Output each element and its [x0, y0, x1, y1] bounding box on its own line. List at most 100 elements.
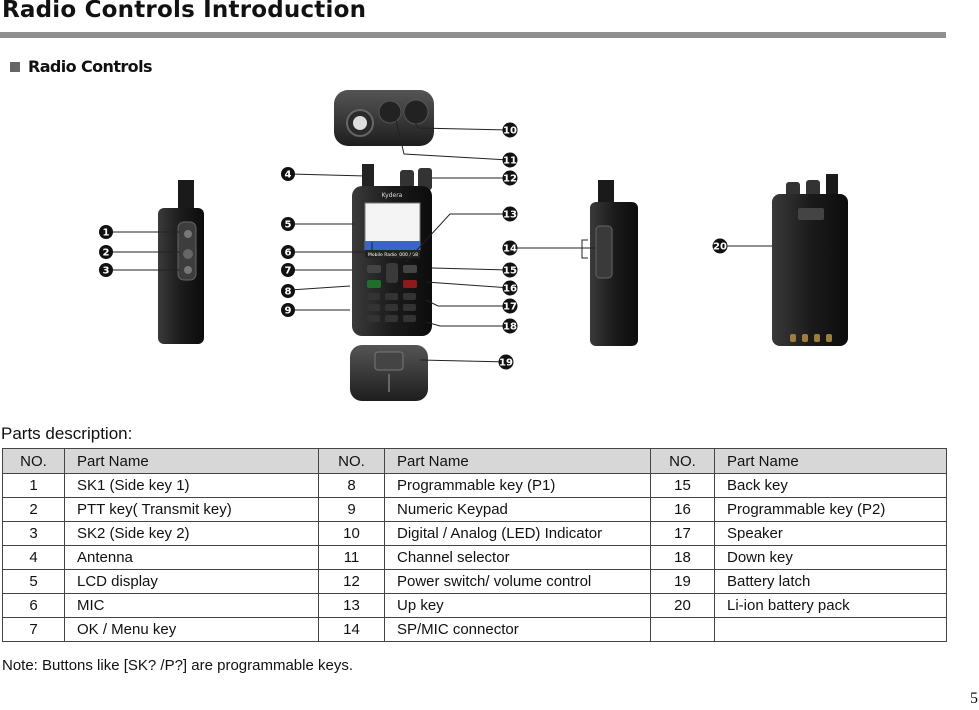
radio-right-side-view — [590, 180, 638, 346]
svg-text:12: 12 — [503, 174, 517, 185]
svg-text:14: 14 — [503, 244, 517, 255]
callout-5: 5 — [281, 217, 295, 231]
radio-top-view — [334, 90, 434, 146]
title-rule — [0, 32, 946, 38]
table-row: 2 PTT key( Transmit key) 9 Numeric Keypa… — [2, 497, 947, 522]
svg-text:5: 5 — [285, 220, 292, 231]
part-name: Power switch/ volume control — [384, 569, 651, 594]
device-screen-status: 000 / 08 — [399, 252, 418, 258]
part-name: Programmable key (P2) — [714, 497, 947, 522]
callout-17: 17 — [502, 298, 518, 314]
header-part-name: Part Name — [384, 448, 651, 474]
part-name: PTT key( Transmit key) — [64, 497, 319, 522]
part-name: Antenna — [64, 545, 319, 570]
callout-8: 8 — [281, 284, 295, 298]
callout-18: 18 — [502, 318, 518, 334]
part-name: OK / Menu key — [64, 617, 319, 642]
callout-leader-lines — [106, 111, 772, 363]
part-number: 1 — [2, 473, 65, 498]
part-name: Numeric Keypad — [384, 497, 651, 522]
part-name: Programmable key (P1) — [384, 473, 651, 498]
table-row: 6 MIC 13 Up key 20 Li-ion battery pack — [2, 593, 947, 618]
svg-text:18: 18 — [503, 322, 517, 333]
parts-table: NO. Part Name NO. Part Name NO. Part Nam… — [2, 448, 947, 642]
part-name: Down key — [714, 545, 947, 570]
part-name: Digital / Analog (LED) Indicator — [384, 521, 651, 546]
part-number: 16 — [650, 497, 715, 522]
svg-text:8: 8 — [285, 287, 292, 298]
programmable-keys-note: Note: Buttons like [SK? /P?] are program… — [2, 657, 353, 674]
callout-15: 15 — [502, 262, 518, 278]
radio-front-view: Kydera Mobile Radio 000 / 08 — [352, 164, 432, 336]
radio-photos: Kydera Mobile Radio 000 / 08 — [99, 90, 848, 401]
part-number: 9 — [318, 497, 385, 522]
bullet-square-icon — [10, 61, 20, 72]
svg-text:3: 3 — [103, 266, 110, 277]
part-number: 8 — [318, 473, 385, 498]
table-row: 4 Antenna 11 Channel selector 18 Down ke… — [2, 545, 947, 570]
part-name — [714, 617, 947, 642]
callout-14: 14 — [502, 240, 518, 256]
callout-19: 19 — [498, 354, 514, 370]
part-name: LCD display — [64, 569, 319, 594]
svg-text:2: 2 — [103, 248, 110, 259]
part-number: 12 — [318, 569, 385, 594]
page-title: Radio Controls Introduction — [2, 0, 367, 23]
svg-text:20: 20 — [713, 242, 727, 253]
callout-10: 10 — [502, 122, 518, 138]
part-number: 5 — [2, 569, 65, 594]
part-number: 10 — [318, 521, 385, 546]
callout-6: 6 — [281, 245, 295, 259]
radio-back-view — [772, 174, 848, 346]
part-number: 4 — [2, 545, 65, 570]
header-no: NO. — [2, 448, 65, 474]
svg-text:17: 17 — [503, 302, 517, 313]
radio-bottom-view — [350, 345, 428, 401]
svg-text:19: 19 — [499, 358, 513, 369]
callout-12: 12 — [502, 170, 518, 186]
svg-text:16: 16 — [503, 284, 517, 295]
part-name: SP/MIC connector — [384, 617, 651, 642]
part-number: 3 — [2, 521, 65, 546]
page-number: 5 — [970, 690, 978, 707]
radio-left-side-view — [158, 180, 204, 344]
svg-text:7: 7 — [285, 266, 292, 277]
header-no: NO. — [318, 448, 385, 474]
callout-9: 9 — [281, 303, 295, 317]
part-number: 15 — [650, 473, 715, 498]
part-name: MIC — [64, 593, 319, 618]
table-row: 1 SK1 (Side key 1) 8 Programmable key (P… — [2, 473, 947, 498]
part-name: SK2 (Side key 2) — [64, 521, 319, 546]
callout-4: 4 — [281, 167, 295, 181]
part-number: 17 — [650, 521, 715, 546]
section-heading: Radio Controls — [10, 57, 152, 76]
part-number: 11 — [318, 545, 385, 570]
svg-text:13: 13 — [503, 210, 517, 221]
table-row: 3 SK2 (Side key 2) 10 Digital / Analog (… — [2, 521, 947, 546]
parts-description-label: Parts description: — [1, 424, 133, 443]
svg-text:1: 1 — [103, 228, 110, 239]
part-name: Up key — [384, 593, 651, 618]
part-number: 13 — [318, 593, 385, 618]
svg-text:15: 15 — [503, 266, 517, 277]
part-name: Channel selector — [384, 545, 651, 570]
callout-2: 2 — [99, 245, 113, 259]
callout-3: 3 — [99, 263, 113, 277]
part-name: Li-ion battery pack — [714, 593, 947, 618]
device-screen-label: Mobile Radio — [368, 252, 397, 258]
section-heading-label: Radio Controls — [28, 57, 152, 76]
part-number — [650, 617, 715, 642]
callout-16: 16 — [502, 280, 518, 296]
part-name: Battery latch — [714, 569, 947, 594]
part-number: 6 — [2, 593, 65, 618]
svg-text:6: 6 — [285, 248, 292, 259]
svg-text:10: 10 — [503, 126, 517, 137]
header-part-name: Part Name — [64, 448, 319, 474]
svg-text:11: 11 — [503, 156, 517, 167]
table-row: 5 LCD display 12 Power switch/ volume co… — [2, 569, 947, 594]
part-name: Speaker — [714, 521, 947, 546]
callout-7: 7 — [281, 263, 295, 277]
callout-20: 20 — [712, 238, 728, 254]
callout-badges: 1 2 3 4 5 6 7 8 9 10 11 12 13 14 15 16 1… — [99, 122, 728, 370]
part-number: 7 — [2, 617, 65, 642]
